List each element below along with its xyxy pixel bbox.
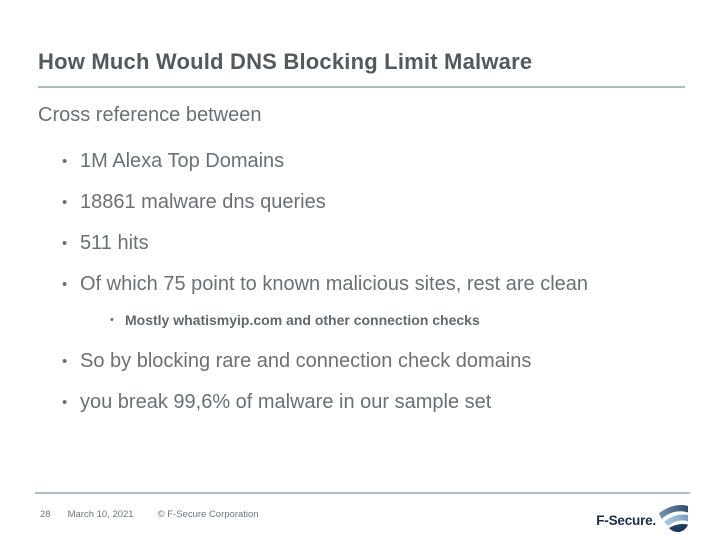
slide-title: How Much Would DNS Blocking Limit Malwar… — [38, 49, 533, 74]
bullet-icon: • — [62, 394, 68, 411]
sub-list-wrapper: • Mostly whatismyip.com and other connec… — [62, 311, 686, 329]
lead-text: Cross reference between — [38, 104, 262, 126]
list-item: • Of which 75 point to known malicious s… — [62, 270, 686, 299]
bullet-text: you break 99,6% of malware in our sample… — [80, 391, 492, 413]
bullet-text: 18861 malware dns queries — [80, 191, 326, 213]
footer-date: March 10, 2021 — [67, 508, 134, 520]
page-number: 28 — [40, 508, 51, 520]
bullet-icon: • — [62, 194, 68, 211]
sub-bullet-text: Mostly whatismyip.com and other connecti… — [125, 312, 480, 328]
list-item: • you break 99,6% of malware in our samp… — [62, 388, 686, 417]
slide-content: How Much Would DNS Blocking Limit Malwar… — [38, 48, 686, 429]
bullet-icon: • — [62, 153, 68, 170]
bullet-text: Of which 75 point to known malicious sit… — [80, 273, 589, 295]
bullet-icon: • — [62, 276, 68, 293]
bullet-text: 511 hits — [80, 232, 149, 254]
title-divider — [38, 86, 685, 88]
bullet-icon: • — [62, 353, 68, 370]
fsecure-shield-icon — [659, 505, 688, 532]
list-item: • 511 hits — [62, 229, 686, 258]
footer-meta: 28 March 10, 2021 © F-Secure Corporation — [35, 509, 690, 520]
footer-divider — [35, 492, 690, 494]
bullet-text: So by blocking rare and connection check… — [80, 350, 532, 372]
brand-logo: F-Secure. — [596, 502, 690, 532]
sub-bullet-list: • Mostly whatismyip.com and other connec… — [62, 311, 686, 329]
bullet-list: • 1M Alexa Top Domains • 18861 malware d… — [38, 147, 686, 417]
list-item: • 1M Alexa Top Domains — [62, 147, 686, 176]
list-item: • Mostly whatismyip.com and other connec… — [110, 311, 686, 329]
list-item: • 18861 malware dns queries — [62, 188, 686, 217]
list-item: • So by blocking rare and connection che… — [62, 347, 686, 376]
bullet-icon: • — [110, 314, 114, 326]
slide-footer: 28 March 10, 2021 © F-Secure Corporation… — [35, 492, 690, 540]
bullet-icon: • — [62, 235, 68, 252]
brand-name: F-Secure. — [596, 512, 656, 528]
bullet-text: 1M Alexa Top Domains — [80, 150, 285, 172]
footer-copyright: © F-Secure Corporation — [157, 508, 259, 520]
